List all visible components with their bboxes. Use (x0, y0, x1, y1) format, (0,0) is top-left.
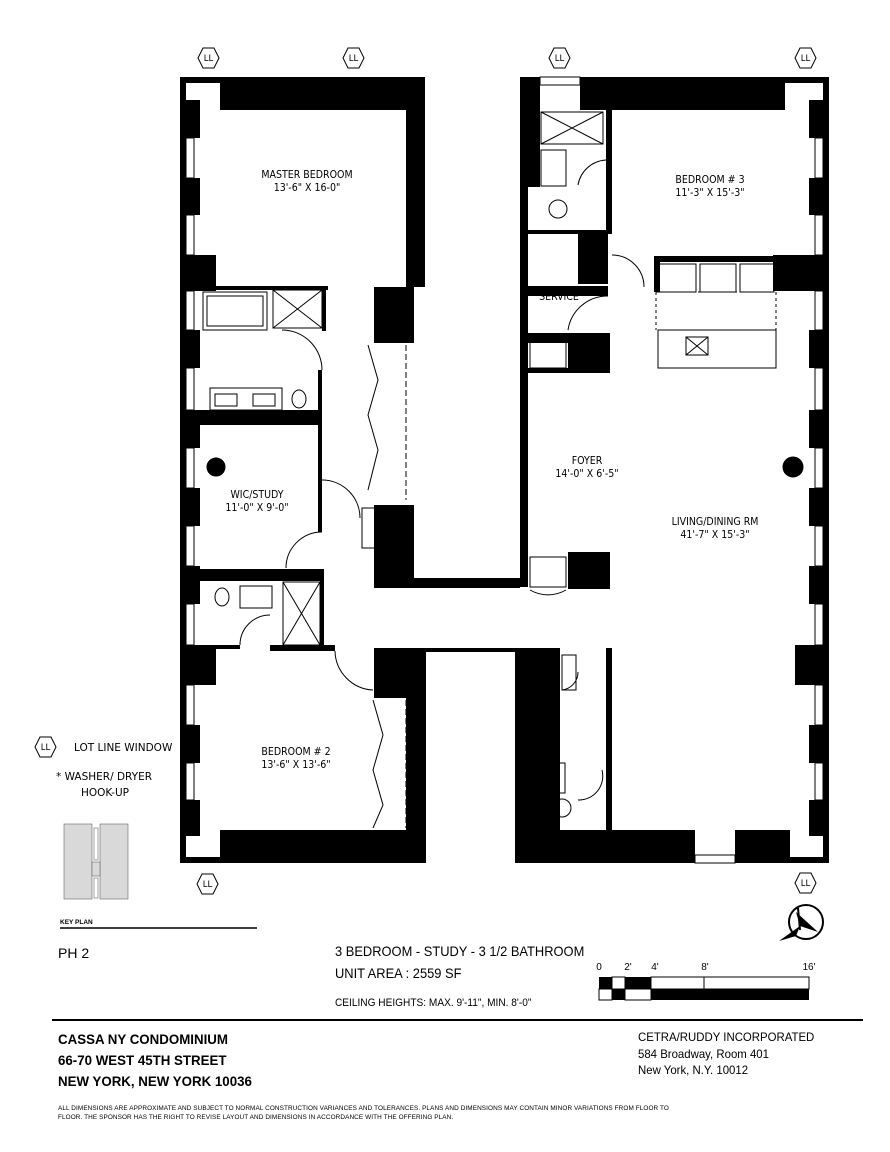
architect-street: 584 Broadway, Room 401 (638, 1047, 769, 1061)
study-name: WIC/STUDY (230, 489, 283, 501)
room-labels: MASTER BEDROOM 13'-6" X 16-0" BEDROOM # … (225, 169, 758, 771)
svg-text:LL: LL (349, 54, 359, 64)
study-dims: 11'-0" X 9'-0" (225, 502, 288, 514)
svg-text:LL: LL (555, 54, 565, 64)
architect-name: CETRA/RUDDY INCORPORATED (638, 1030, 815, 1044)
unit-area: UNIT AREA : 2559 SF (335, 965, 462, 981)
north-arrow-icon (779, 904, 824, 941)
building-name: CASSA NY CONDOMINIUM (58, 1031, 228, 1047)
legend-washer: * WASHER/ DRYER (56, 771, 152, 783)
service-name: SERVICE (539, 291, 579, 303)
scale-label: 4' (651, 962, 659, 973)
svg-text:LL: LL (801, 879, 811, 889)
living-name: LIVING/DINING RM (672, 516, 759, 528)
bedroom3-name: BEDROOM # 3 (675, 174, 744, 186)
lot-line-markers: LL LL LL LL LL LL LL (34, 47, 817, 895)
east-wing-walls (414, 77, 829, 863)
unit-layout: 3 BEDROOM - STUDY - 3 1/2 BATHROOM (335, 943, 585, 959)
washer-dryer-mark: * (387, 519, 393, 535)
foyer-name: FOYER (572, 455, 603, 467)
floor-plan: MASTER BEDROOM 13'-6" X 16-0" BEDROOM # … (34, 47, 829, 1001)
architect-city: New York, N.Y. 10012 (638, 1063, 749, 1077)
svg-text:LL: LL (203, 880, 213, 890)
bedroom3-dims: 11'-3" X 15'-3" (675, 187, 744, 199)
unit-name: PH 2 (58, 945, 90, 961)
ll-marker-legend: LL (34, 736, 57, 758)
bedroom2-dims: 13'-6" X 13'-6" (261, 759, 330, 771)
key-plan: KEY PLAN (60, 823, 257, 929)
footer-divider (52, 1019, 863, 1021)
bedroom2-name: BEDROOM # 2 (261, 746, 330, 758)
living-dims: 41'-7" X 15'-3" (680, 529, 749, 541)
ll-marker: LL (342, 47, 365, 69)
master-bedroom-name: MASTER BEDROOM (261, 169, 352, 181)
ll-marker: LL (794, 47, 817, 69)
ll-marker: LL (196, 873, 219, 895)
ceiling-heights: CEILING HEIGHTS: MAX. 9'-11", MIN. 8'-0" (335, 997, 532, 1009)
ll-marker: LL (197, 47, 220, 69)
svg-text:LL: LL (41, 743, 51, 753)
disclaimer-text: ALL DIMENSIONS ARE APPROXIMATE AND SUBJE… (58, 1105, 669, 1121)
master-bedroom-dims: 13'-6" X 16-0" (274, 182, 341, 194)
legend-lot-line: LOT LINE WINDOW (74, 742, 173, 754)
fixtures (202, 111, 804, 829)
ll-marker: LL (794, 872, 817, 894)
building-city: NEW YORK, NEW YORK 10036 (58, 1073, 252, 1089)
scale-label: 0 (596, 962, 602, 973)
windows (185, 76, 824, 864)
building-street: 66-70 WEST 45TH STREET (58, 1052, 227, 1068)
key-plan-label: KEY PLAN (60, 919, 93, 926)
west-wing-walls (180, 77, 426, 863)
svg-text:LL: LL (204, 54, 214, 64)
scale-label: 16' (802, 962, 815, 973)
scale-label: 2' (624, 962, 632, 973)
scale-label: 8' (701, 962, 709, 973)
legend-hookup: HOOK-UP (81, 787, 129, 799)
scale-bar: 0 2' 4' 8' 16' (596, 962, 816, 1001)
ll-marker: LL (548, 47, 571, 69)
foyer-dims: 14'-0" X 6'-5" (555, 468, 618, 480)
legend: LOT LINE WINDOW * WASHER/ DRYER HOOK-UP (56, 742, 173, 799)
svg-text:LL: LL (801, 54, 811, 64)
